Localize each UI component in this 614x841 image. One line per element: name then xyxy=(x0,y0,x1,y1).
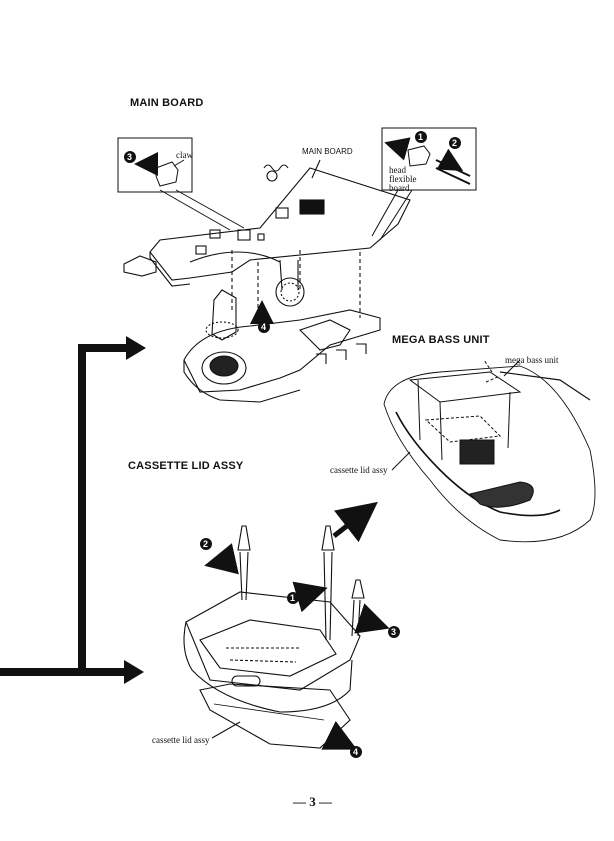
callout-claw: claw xyxy=(176,150,193,160)
main-board-drawing xyxy=(123,159,411,403)
callout-cassette-lid-assy-lower: cassette lid assy xyxy=(152,735,210,745)
section-heading-cassette-lid-assy: CASSETTE LID ASSY xyxy=(128,460,244,472)
callout-main-board: MAIN BOARD xyxy=(302,147,353,156)
callout-board: board xyxy=(389,183,410,193)
section-heading-main-board: MAIN BOARD xyxy=(130,97,204,109)
callout-cassette-lid-assy-upper: cassette lid assy xyxy=(330,465,388,475)
section-heading-mega-bass-unit: MEGA BASS UNIT xyxy=(392,334,490,346)
flow-arrow-connector xyxy=(0,336,146,684)
cassette-lid-drawing xyxy=(183,525,390,750)
page-number: — 3 — xyxy=(293,794,332,809)
callout-flexible: flexible xyxy=(389,174,417,184)
mega-bass-unit-drawing xyxy=(332,359,596,543)
inset-box-claw xyxy=(117,137,245,231)
inset-box-head-flexible-board xyxy=(371,127,477,241)
callout-head: head xyxy=(389,165,406,175)
callout-mega-bass-unit: mega bass unit xyxy=(505,355,559,365)
